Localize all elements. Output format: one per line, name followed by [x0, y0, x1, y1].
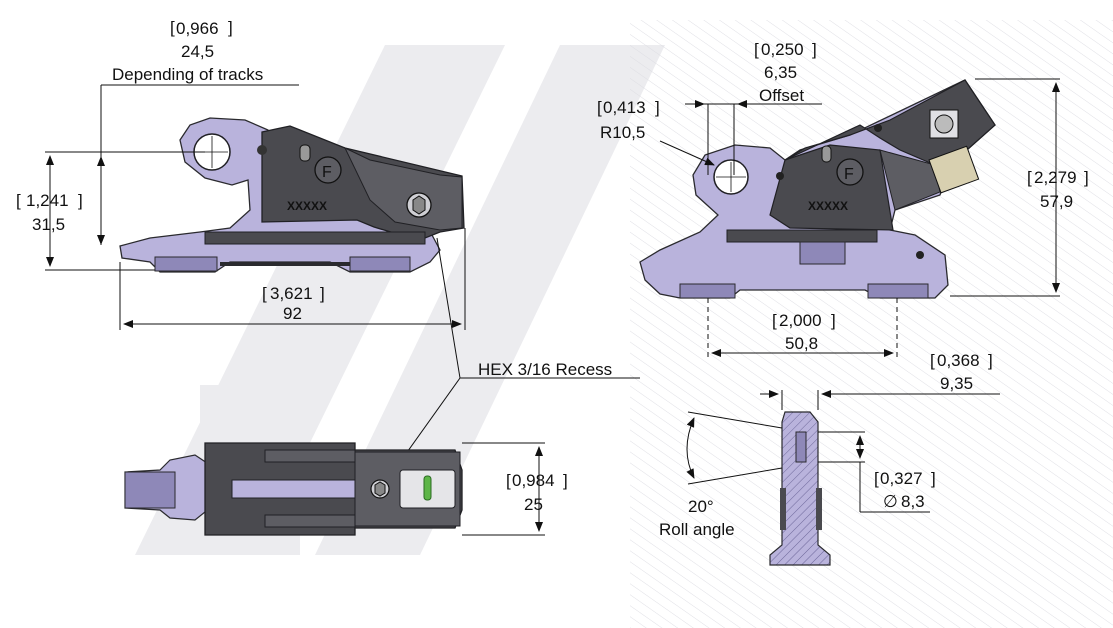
- offset-inch: 0,250: [761, 40, 804, 59]
- roll-angle-note: Roll angle: [659, 520, 735, 539]
- track-width-inch: 0,966: [176, 19, 219, 38]
- svg-text:[: [: [874, 469, 879, 488]
- pin-diameter-label: [ ] 0,327 ∅ 8,3: [874, 469, 936, 511]
- offset-label: [ ] 0,250 6,35 Offset: [754, 40, 817, 105]
- pin-diameter-inch: 0,327: [880, 469, 923, 488]
- top-width-mm: 25: [524, 495, 543, 514]
- svg-text:]: ]: [320, 284, 325, 303]
- track-width-label: 0,966 [ ] 24,5 Depending of tracks: [112, 18, 263, 84]
- roll-angle-value: 20°: [688, 497, 714, 516]
- front-height-label: [ ] 1,241 31,5: [16, 191, 83, 234]
- radius-label: [ ] 0,413 R10,5: [597, 98, 660, 142]
- svg-text:]: ]: [812, 40, 817, 59]
- svg-text:]: ]: [563, 471, 568, 490]
- section-width-inch: 0,368: [937, 351, 980, 370]
- height-total-mm: 57,9: [1040, 192, 1073, 211]
- track-width-note: Depending of tracks: [112, 65, 263, 84]
- track-width-mm: 24,5: [181, 42, 214, 61]
- length-inch: 3,621: [270, 284, 313, 303]
- section-width-mm: 9,35: [940, 374, 973, 393]
- svg-text:[: [: [506, 471, 511, 490]
- svg-text:[: [: [930, 351, 935, 370]
- front-height-mm: 31,5: [32, 215, 65, 234]
- svg-text:]: ]: [931, 469, 936, 488]
- offset-mm: 6,35: [764, 63, 797, 82]
- height-total-label: [ ] 2,279 57,9: [1027, 168, 1089, 211]
- svg-text:]: ]: [988, 351, 993, 370]
- svg-text:[: [: [262, 284, 267, 303]
- part-code-side: XXXXX: [287, 199, 327, 213]
- svg-text:]: ]: [1084, 168, 1089, 187]
- top-view-dimensions: [462, 442, 545, 536]
- svg-text:[: [: [597, 98, 602, 117]
- pitch-inch: 2,000: [779, 311, 822, 330]
- front-height-inch: 1,241: [26, 191, 69, 210]
- svg-text:]: ]: [78, 191, 83, 210]
- svg-text:[: [: [16, 191, 21, 210]
- pitch-label: [ ] 2,000 50,8: [772, 311, 836, 353]
- roll-angle-label: 20° Roll angle: [659, 497, 735, 539]
- height-total-inch: 2,279: [1034, 168, 1077, 187]
- letter-mark-right: F: [844, 166, 854, 183]
- top-view-part: [124, 442, 463, 536]
- pitch-mm: 50,8: [785, 334, 818, 353]
- part-code-right: XXXXX: [808, 199, 848, 213]
- pin-diameter-prefix: ∅: [883, 492, 898, 511]
- svg-text:[: [: [1027, 168, 1032, 187]
- length-mm: 92: [283, 304, 302, 323]
- pin-diameter-mm: 8,3: [901, 492, 925, 511]
- right-view-part: F XXXXX: [639, 79, 996, 299]
- radius-inch: 0,413: [603, 98, 646, 117]
- section-view-dimensions: [686, 390, 1000, 513]
- bracket-left: [: [170, 18, 175, 37]
- svg-text:[: [: [754, 40, 759, 59]
- bracket-right: ]: [228, 18, 233, 37]
- svg-text:]: ]: [655, 98, 660, 117]
- top-width-label: [ ] 0,984 25: [506, 471, 568, 514]
- svg-text:[: [: [772, 311, 777, 330]
- hex-recess-note: HEX 3/16 Recess: [478, 360, 612, 379]
- offset-note: Offset: [759, 86, 804, 105]
- top-width-inch: 0,984: [512, 471, 555, 490]
- letter-mark: F: [322, 164, 332, 181]
- length-label: [ ] 3,621 92: [262, 284, 325, 323]
- side-view-part: F XXXXX: [119, 117, 465, 273]
- section-view-part: [769, 411, 831, 566]
- section-width-label: [ ] 0,368 9,35: [930, 351, 993, 393]
- radius-mm: R10,5: [600, 123, 645, 142]
- svg-text:]: ]: [831, 311, 836, 330]
- right-view-dimensions: [659, 78, 1060, 360]
